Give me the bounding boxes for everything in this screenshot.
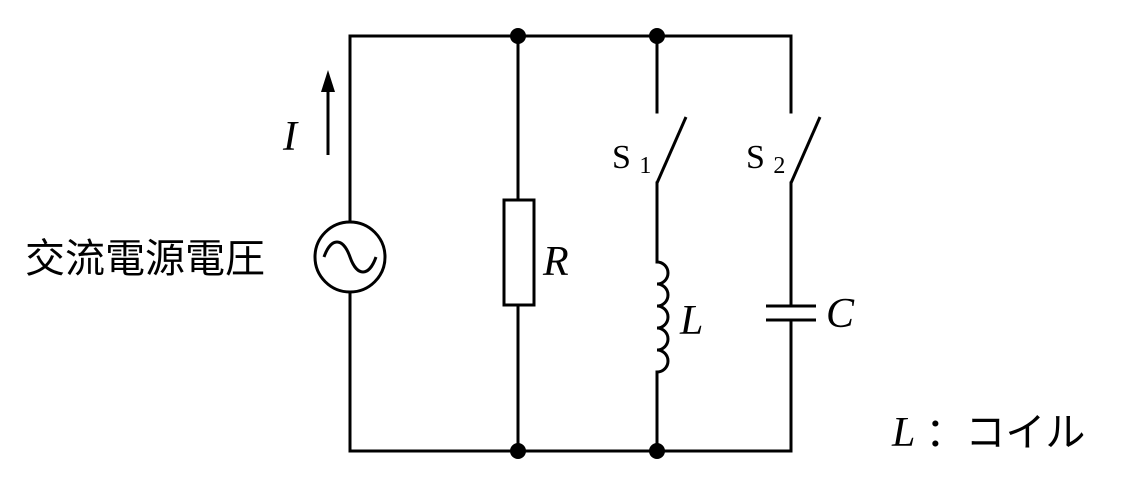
switch1-blade: [655, 116, 688, 184]
source-label: 交流電源電圧: [25, 236, 265, 281]
switch2-label-main: S: [746, 139, 765, 176]
junction-dot: [510, 443, 526, 459]
legend-note-symbol: L: [891, 410, 915, 456]
inductor-label: L: [679, 298, 703, 344]
junction-dot: [649, 28, 665, 44]
junction-dots: [510, 28, 665, 459]
switch2-label-sub: 2: [773, 153, 785, 179]
switch1-label: S 1: [612, 139, 651, 179]
capacitor-label: C: [826, 291, 855, 337]
switch2-label: S 2: [746, 139, 785, 179]
junction-dot: [649, 443, 665, 459]
resistor-label: R: [542, 239, 569, 285]
current-arrow-icon: [321, 70, 335, 155]
inductor-coil-symbol: [656, 260, 670, 374]
legend-note-text: ：コイル: [925, 410, 1085, 455]
switch1-label-main: S: [612, 139, 631, 176]
wires: [348, 34, 793, 453]
current-label: I: [282, 114, 299, 160]
legend-note: L ：コイル: [891, 410, 1085, 456]
switch2-blade: [789, 116, 822, 184]
switch1-label-sub: 1: [639, 153, 651, 179]
capacitor-symbol: [766, 304, 816, 322]
ac-source-symbol: [313, 220, 387, 294]
junction-dot: [510, 28, 526, 44]
resistor-symbol: [502, 198, 536, 307]
sine-wave-icon: [322, 240, 378, 274]
